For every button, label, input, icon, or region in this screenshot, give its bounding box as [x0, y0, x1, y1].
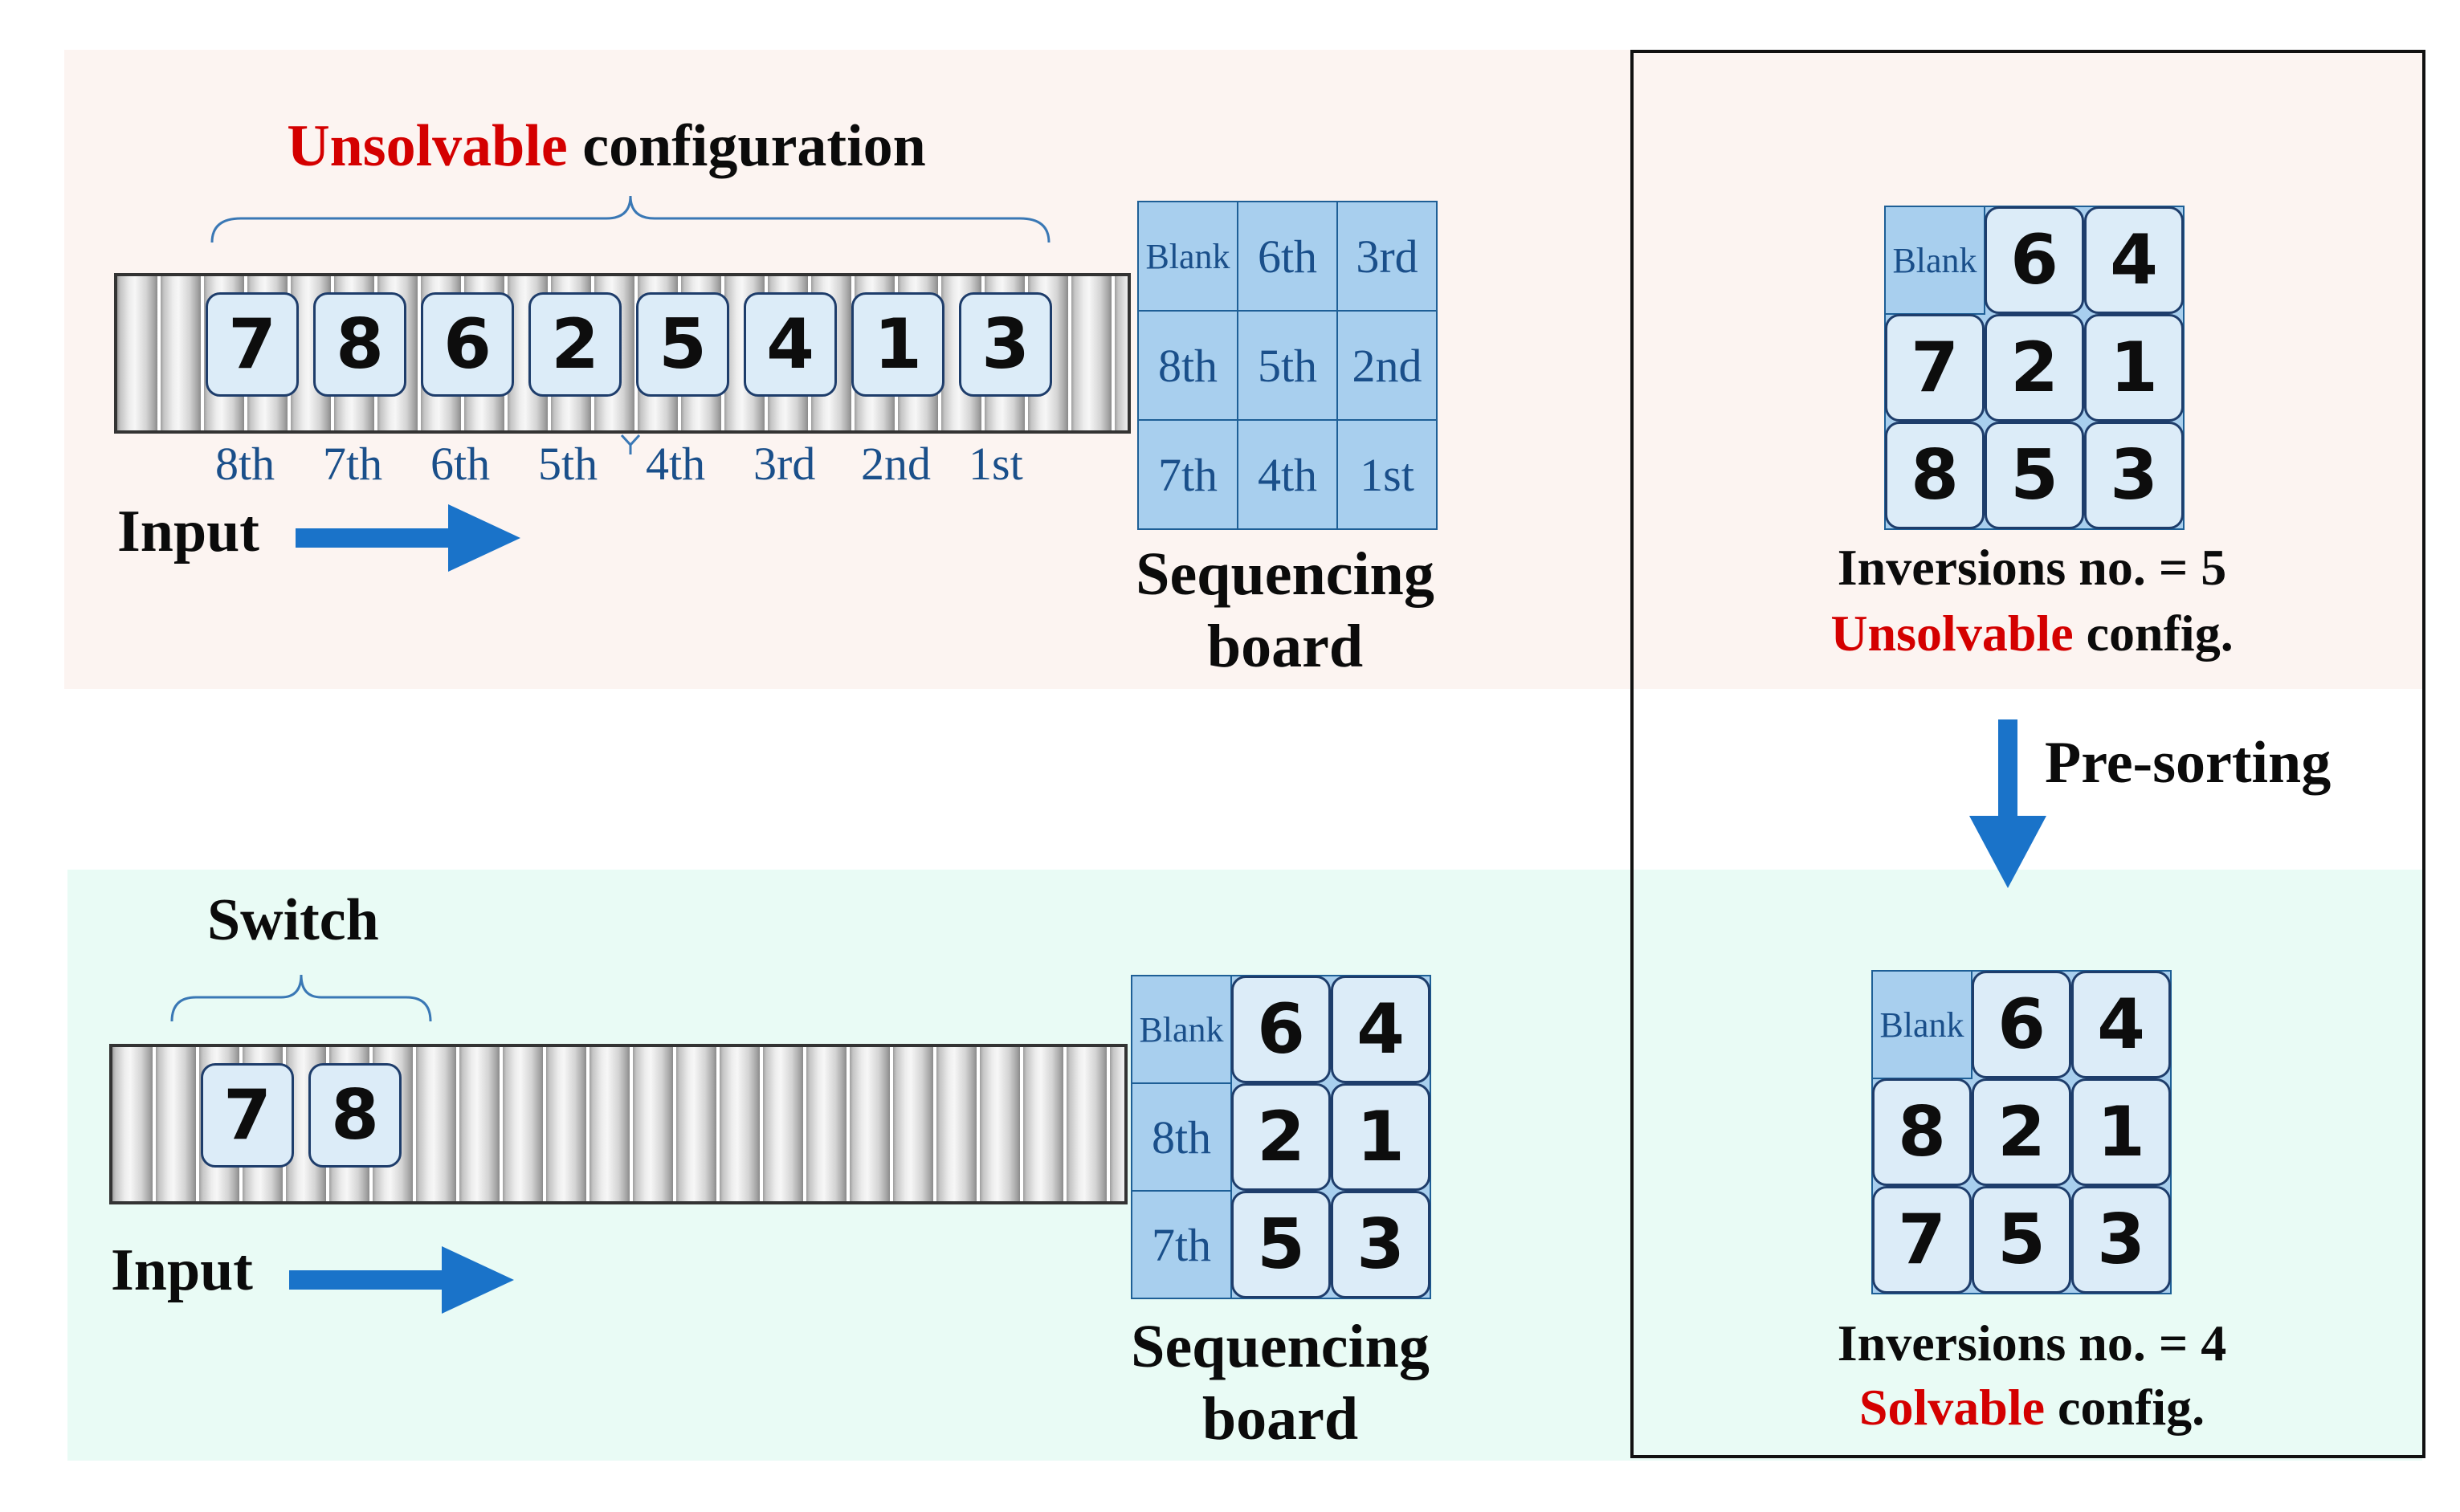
pre-sorting-panel [1630, 50, 2425, 1458]
board-label-cell: Blank [1871, 970, 1972, 1079]
board-cell: 3rd [1336, 201, 1438, 312]
puzzle-tile: 6 [1985, 206, 2084, 314]
puzzle-tile: 6 [1231, 976, 1331, 1083]
position-label: 7th [323, 438, 383, 490]
bottom-input-arrow [289, 1246, 514, 1314]
conveyor-tile: 7 [201, 1063, 294, 1168]
board-label-cell: 7th [1131, 1190, 1232, 1299]
unsolvable-brace [210, 195, 1050, 243]
conveyor-tile: 6 [421, 292, 514, 397]
board-label-cell: 8th [1131, 1082, 1232, 1192]
board-cell: 1st [1336, 419, 1438, 530]
puzzle-tile: 4 [2084, 206, 2184, 314]
puzzle-tile: 2 [1972, 1078, 2071, 1186]
board-cell: 2nd [1336, 310, 1438, 421]
conveyor-tile: 5 [636, 292, 729, 397]
puzzle-tile: 5 [1985, 422, 2084, 529]
bottom-board-label-line2: board [1201, 1385, 1359, 1453]
board-cell: 5th [1237, 310, 1338, 421]
puzzle-tile: 1 [2071, 1078, 2171, 1186]
pre-sorting-arrow [1969, 719, 2046, 888]
puzzle-tile: 3 [1331, 1191, 1430, 1298]
top-status-rest: config. [2073, 605, 2234, 662]
conveyor-tile: 7 [206, 292, 299, 397]
conveyor-tile: 8 [313, 292, 406, 397]
position-label: 8th [215, 438, 275, 490]
bottom-status: Solvable config. [1735, 1378, 2329, 1437]
puzzle-tile: 2 [1231, 1083, 1331, 1191]
conveyor-tile: 4 [744, 292, 837, 397]
puzzle-tile: 2 [1985, 314, 2084, 422]
puzzle-tile: 3 [2071, 1186, 2171, 1294]
top-input-arrow [296, 504, 520, 572]
sequence-split-mark [620, 434, 641, 454]
position-label: 5th [538, 438, 598, 490]
switch-brace [170, 974, 432, 1022]
top-board-label-line1: Sequencing [1136, 540, 1434, 608]
board-cell: 7th [1137, 419, 1238, 530]
unsolvable-title-red: Unsolvable [287, 113, 568, 179]
top-status-red: Unsolvable [1830, 605, 2074, 662]
position-label: 2nd [861, 438, 931, 490]
top-status: Unsolvable config. [1735, 604, 2329, 663]
conveyor-tile: 8 [308, 1063, 402, 1168]
puzzle-tile: 8 [1885, 422, 1985, 529]
board-cell: 4th [1237, 419, 1338, 530]
position-label: 4th [646, 438, 706, 490]
puzzle-tile: 5 [1972, 1186, 2071, 1294]
bottom-status-rest: config. [2045, 1379, 2205, 1436]
board-cell: 6th [1237, 201, 1338, 312]
puzzle-tile: 7 [1885, 314, 1985, 422]
puzzle-tile: 4 [1331, 976, 1430, 1083]
puzzle-tile: 4 [2071, 971, 2171, 1078]
board-label-cell: Blank [1131, 975, 1232, 1084]
puzzle-tile: 8 [1872, 1078, 1972, 1186]
board-label-cell: Blank [1884, 206, 1985, 315]
puzzle-tile: 5 [1231, 1191, 1331, 1298]
bottom-status-red: Solvable [1858, 1379, 2046, 1436]
position-label: 6th [430, 438, 491, 490]
puzzle-tile: 1 [2084, 314, 2184, 422]
bottom-inversions: Inversions no. = 4 [1837, 1314, 2227, 1371]
conveyor-tile: 1 [851, 292, 944, 397]
bottom-board-label-line1: Sequencing [1131, 1313, 1430, 1380]
puzzle-tile: 3 [2084, 422, 2184, 529]
conveyor-tile: 2 [528, 292, 622, 397]
bottom-board-label: Sequencing board [1104, 1310, 1457, 1455]
puzzle-tile: 1 [1331, 1083, 1430, 1191]
bottom-input-label: Input [111, 1237, 253, 1303]
top-input-label: Input [117, 499, 259, 564]
board-cell: Blank [1137, 201, 1238, 312]
position-label: 1st [969, 438, 1023, 490]
board-cell: 8th [1137, 310, 1238, 421]
position-label: 3rd [753, 438, 816, 490]
switch-label: Switch [207, 887, 379, 953]
top-board-label-line2: board [1206, 613, 1364, 680]
puzzle-tile: 6 [1972, 971, 2071, 1078]
puzzle-tile: 7 [1872, 1186, 1972, 1294]
pre-sorting-label: Pre-sorting [2045, 730, 2331, 796]
top-board-label: Sequencing board [1108, 538, 1462, 683]
top-inversions: Inversions no. = 5 [1837, 539, 2227, 596]
unsolvable-title-rest: configuration [567, 113, 926, 179]
unsolvable-title: Unsolvable configuration [193, 112, 1020, 181]
conveyor-tile: 3 [959, 292, 1052, 397]
